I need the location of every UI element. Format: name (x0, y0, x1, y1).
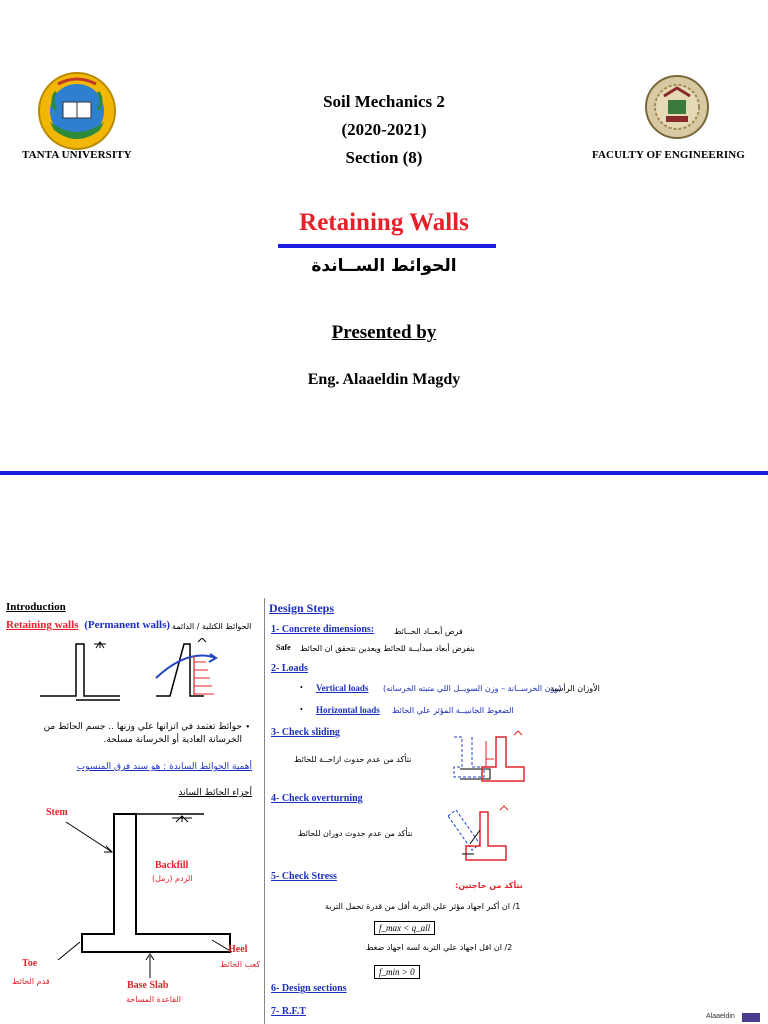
design-steps-heading: Design Steps (269, 601, 335, 615)
vertical-loads-title-arabic: الأوزان الرأسية (550, 684, 600, 693)
base-slab-label: Base Slab (127, 980, 169, 991)
watermark-logo (742, 1013, 760, 1022)
slide-bottom-bar (0, 471, 768, 475)
stress-condition-1-arabic: 1/ ان أكبر اجهاد مؤثر علي التربة أقل من … (325, 902, 521, 911)
step-3: 3- Check sliding (271, 727, 340, 738)
retaining-wall-parts-diagram (57, 813, 233, 978)
presented-by: Presented by (331, 322, 437, 343)
toe-label: Toe (22, 958, 38, 969)
title-arabic: الحوائط الســاندة (311, 256, 457, 276)
title-slide: TANTA UNIVERSITY FACULTY OF ENGINEERING … (0, 0, 768, 480)
vertical-loads: Vertical loads (316, 683, 369, 693)
horizontal-loads-arabic: الضغوط الجانبيــة المؤثر علي الحائط (392, 706, 514, 715)
right-faculty-name: FACULTY OF ENGINEERING (592, 149, 745, 161)
bullet-dot: • (246, 722, 250, 733)
left-university-name: TANTA UNIVERSITY (22, 149, 132, 161)
tanta-university-logo (38, 72, 116, 150)
retaining-walls-label: Retaining walls (6, 619, 79, 631)
heel-arabic-label: كعب الحائط (220, 960, 261, 969)
presenter-name: Eng. Alaaeldin Magdy (307, 371, 461, 388)
wall-types-arabic: الحوائط الكتلية / الدائمة (172, 622, 252, 631)
bullet-arabic-line-2: الخرسانة العادية أو الخرسانة مسلحة. (103, 735, 242, 745)
step-1-note-arabic: بنفرض أبعاد مبدأيــة للحائط ويعدين نتحقق… (300, 644, 475, 653)
step-4-arabic: نتأكد من عدم حدوث دوران للحائط (298, 829, 413, 838)
step-3-arabic: نتأكد من عدم حدوث ازاحــة للحائط (294, 755, 412, 764)
faculty-of-engineering-logo (645, 75, 709, 139)
column-divider (264, 598, 265, 1024)
backfill-arabic-label: الردم (رمل) (152, 874, 193, 883)
stem-label: Stem (46, 807, 68, 818)
slide-title: Retaining Walls (299, 209, 469, 236)
title-underline (278, 244, 496, 248)
course-info: Soil Mechanics 2 (2020-2021) Section (8) (234, 88, 534, 172)
bullet-arabic-line-1: حوائط تعتمد في اتزانها علي وزنها .. جسم … (43, 722, 242, 732)
step-2: 2- Loads (271, 663, 308, 674)
stress-condition-2-arabic: 2/ ان اقل اجهاد علي التربة لسه اجهاد ضغط (366, 943, 513, 952)
step-1-arabic: فرض أبعــاد الحــائط (394, 627, 463, 636)
heel-label: Heel (228, 944, 248, 955)
bullet-dot-vertical: • (300, 683, 303, 692)
base-slab-arabic-label: القاعدة المساحة (126, 995, 181, 1004)
content-slide: Introduction Retaining walls (Permanent … (0, 592, 768, 1024)
permanent-walls-label: (Permanent walls) (84, 619, 171, 631)
step-5: 5- Check Stress (271, 871, 337, 882)
vertical-loads-arabic: (وزن الخرســانة – وزن السويــل اللي متبت… (383, 684, 562, 693)
course-name: Soil Mechanics 2 (323, 92, 445, 111)
author-watermark: Alaaeldin (706, 1013, 735, 1020)
backfill-label: Backfill (155, 860, 189, 871)
wall-sketch-diagram (40, 638, 218, 701)
step-6: 6- Design sections (271, 983, 347, 994)
step-1-safe: Safe (276, 643, 291, 652)
parts-arabic: أجزاء الحائط الساند (178, 788, 252, 798)
academic-year: (2020-2021) (341, 120, 427, 139)
step-1: 1- Concrete dimensions: (271, 624, 375, 635)
stress-formula-1: f_max < q_all (374, 921, 436, 935)
overturning-diagram (447, 805, 509, 861)
step-7: 7- R.F.T (271, 1006, 306, 1017)
section-number: Section (8) (345, 148, 423, 167)
importance-arabic: أهمية الحوائط الساندة : هو سند فرق المنس… (76, 762, 252, 772)
horizontal-loads: Horizontal loads (316, 705, 380, 715)
stress-formula-2: f_min > 0 (374, 965, 420, 979)
bullet-dot-horizontal: • (300, 705, 303, 714)
toe-arabic-label: قدم الحائط (12, 977, 50, 986)
step-4: 4- Check overturning (271, 793, 363, 804)
introduction-heading: Introduction (6, 601, 66, 613)
sliding-diagram (453, 730, 525, 782)
step-5-title-arabic: نتأكد من حاجتين: (455, 881, 523, 890)
